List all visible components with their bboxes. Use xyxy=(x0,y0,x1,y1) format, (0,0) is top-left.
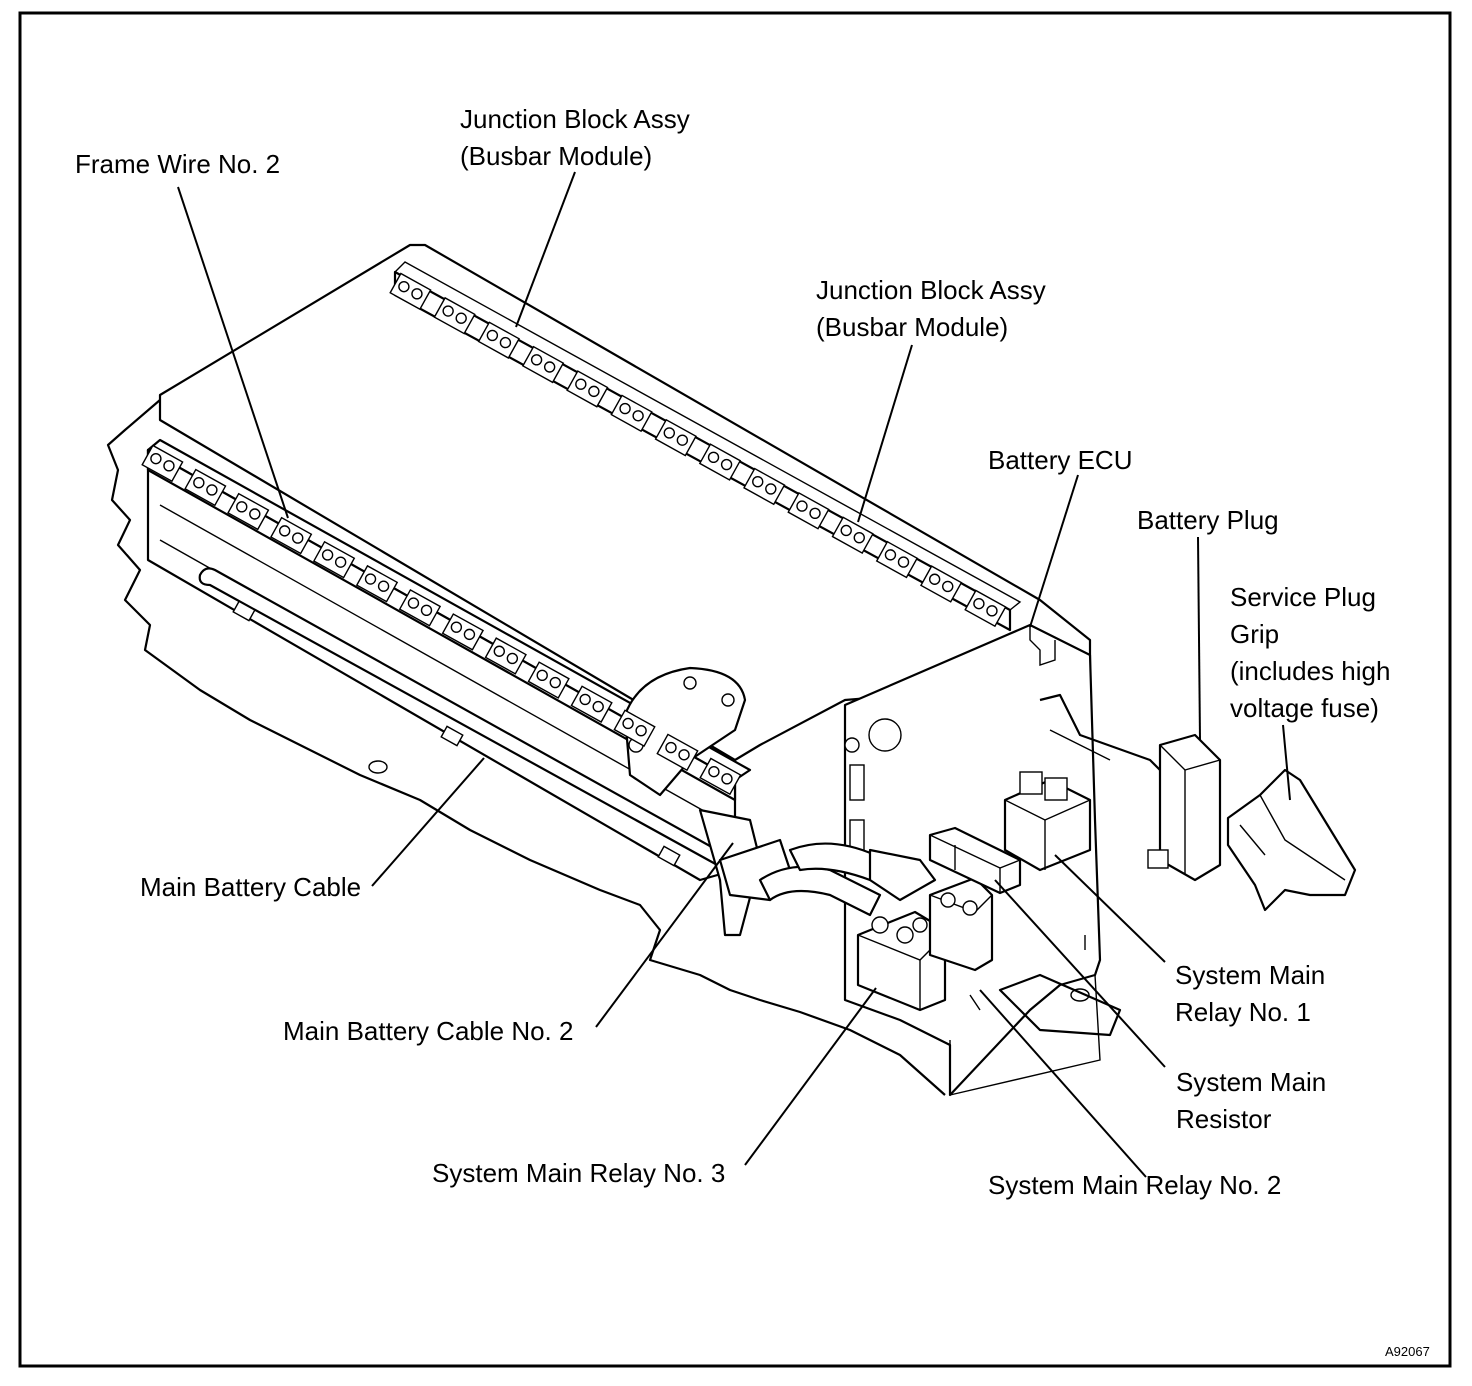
label-system-main-relay-no1: System Main Relay No. 1 xyxy=(1175,960,1333,1027)
busbar-terminal xyxy=(699,757,742,796)
label-frame-wire-no2: Frame Wire No. 2 xyxy=(75,149,280,179)
busbar-terminal xyxy=(521,345,565,384)
relay-no2-drawing xyxy=(928,876,994,972)
label-main-battery-cable: Main Battery Cable xyxy=(140,872,361,902)
busbar-terminal xyxy=(964,589,1007,628)
busbar-terminal xyxy=(312,540,356,579)
label-battery-plug: Battery Plug xyxy=(1137,505,1279,535)
figure-code: A92067 xyxy=(1385,1344,1430,1359)
battery-plug-drawing xyxy=(1147,733,1222,882)
busbar-terminal xyxy=(141,444,184,483)
busbar-terminal xyxy=(656,733,699,772)
busbar-terminal xyxy=(355,564,399,603)
tray-outline xyxy=(106,399,946,1096)
resistor-drawing xyxy=(928,826,1022,895)
label-junction-block-2: Junction Block Assy (Busbar Module) xyxy=(816,275,1053,342)
busbar-terminal xyxy=(227,492,270,531)
busbar-terminal xyxy=(184,468,227,507)
relay-cables xyxy=(758,842,937,917)
busbar-terminal xyxy=(613,709,656,748)
label-main-battery-cable-no2: Main Battery Cable No. 2 xyxy=(283,1016,573,1046)
labels: Frame Wire No. 2 Junction Block Assy (Bu… xyxy=(75,104,1430,1359)
busbar-terminal xyxy=(920,565,963,603)
busbar-terminal xyxy=(441,613,485,651)
busbar-terminal xyxy=(654,418,697,457)
busbar-terminal xyxy=(610,394,653,433)
label-junction-block-1: Junction Block Assy (Busbar Module) xyxy=(460,104,697,171)
busbar-terminal xyxy=(787,492,830,530)
busbar-terminal xyxy=(831,516,874,555)
label-system-main-resistor: System Main Resistor xyxy=(1176,1067,1334,1134)
busbar-terminal xyxy=(698,443,742,481)
busbar-terminal xyxy=(570,685,613,723)
busbar-terminal xyxy=(433,296,476,335)
busbar-terminal xyxy=(566,370,609,408)
busbar-terminal xyxy=(477,321,521,359)
busbar-terminal xyxy=(875,540,919,579)
service-plug-grip-drawing xyxy=(1226,768,1357,912)
relay-no1-drawing xyxy=(1003,771,1092,872)
busbar-terminal xyxy=(389,272,432,311)
relay-no3-drawing xyxy=(856,910,947,1012)
label-battery-ecu: Battery ECU xyxy=(988,445,1133,475)
leader-lines xyxy=(177,171,1291,1178)
label-service-plug-grip: Service Plug Grip (includes high voltage… xyxy=(1230,582,1398,723)
label-system-main-relay-no3: System Main Relay No. 3 xyxy=(432,1158,725,1188)
busbar-terminal xyxy=(484,637,527,675)
busbar-terminals xyxy=(141,272,1007,796)
busbar-terminal xyxy=(527,661,570,699)
busbar-terminal xyxy=(398,589,442,627)
busbar-terminal xyxy=(743,467,786,506)
label-system-main-relay-no2: System Main Relay No. 2 xyxy=(988,1170,1281,1200)
busbar-terminal xyxy=(270,516,313,555)
